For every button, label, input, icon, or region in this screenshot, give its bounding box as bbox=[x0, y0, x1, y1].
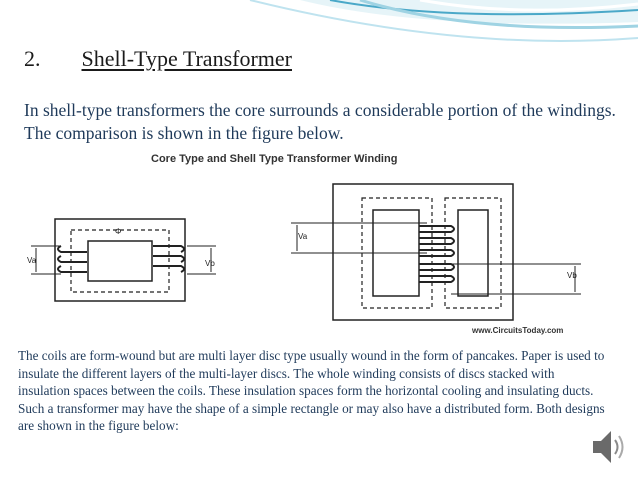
speaker-icon[interactable] bbox=[591, 427, 629, 467]
core-secondary-label: Vb bbox=[205, 259, 215, 268]
figure-watermark: www.CircuitsToday.com bbox=[471, 326, 563, 335]
page-title: Shell-Type Transformer bbox=[81, 46, 293, 71]
figure-caption: Core Type and Shell Type Transformer Win… bbox=[151, 153, 397, 165]
body-paragraph: The coils are form-wound but are multi l… bbox=[18, 348, 605, 434]
shell-type-diagram bbox=[291, 183, 581, 321]
shell-secondary-label: Vb bbox=[567, 271, 577, 280]
core-flux-label: Φ bbox=[115, 227, 121, 236]
core-type-diagram bbox=[31, 218, 216, 302]
transformer-figure: Core Type and Shell Type Transformer Win… bbox=[11, 146, 601, 341]
header-wave-decoration bbox=[249, 0, 638, 42]
shell-primary-label: Va bbox=[298, 232, 308, 241]
section-number: 2. bbox=[24, 46, 41, 71]
core-primary-label: Va bbox=[27, 256, 37, 265]
intro-paragraph: In shell-type transformers the core surr… bbox=[24, 100, 616, 143]
slide-heading: 2. Shell-Type Transformer bbox=[24, 46, 292, 72]
